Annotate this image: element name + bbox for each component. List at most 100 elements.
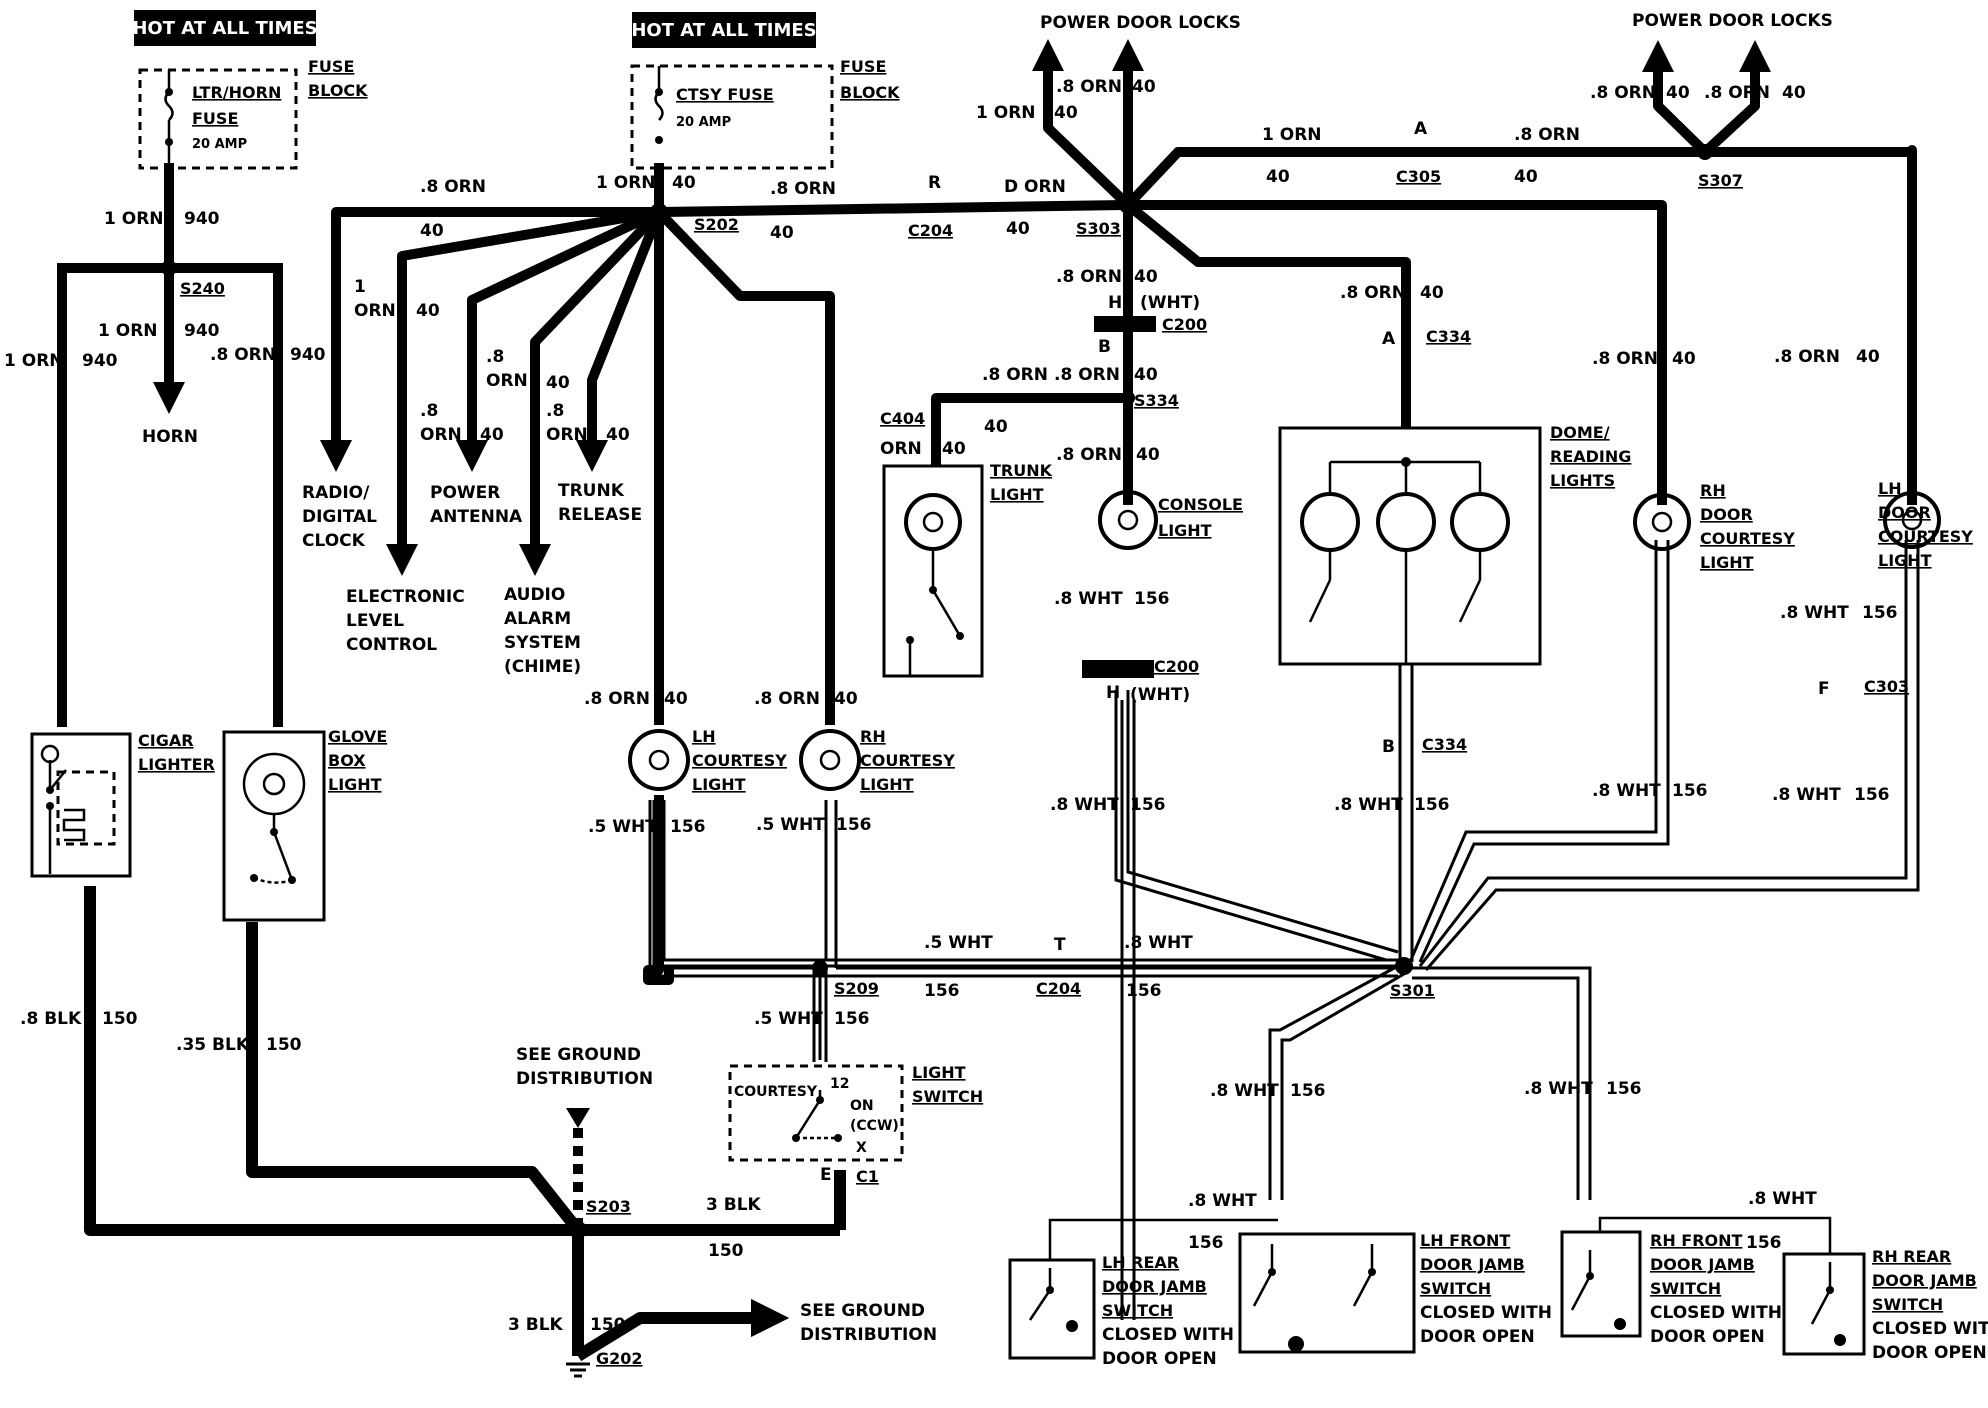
svg-text:3 BLK: 3 BLK	[508, 1315, 564, 1335]
svg-text:S240: S240	[180, 279, 225, 298]
svg-text:FUSE: FUSE	[192, 109, 238, 128]
svg-text:C334: C334	[1426, 327, 1471, 346]
svg-text:40: 40	[942, 439, 966, 459]
svg-text:156: 156	[836, 815, 872, 835]
svg-text:(WHT): (WHT)	[1140, 293, 1200, 313]
hot-at-all-times-header-left: HOT AT ALL TIMES	[132, 10, 318, 46]
svg-text:.8 ORN: .8 ORN	[1056, 77, 1122, 97]
svg-text:20 AMP: 20 AMP	[676, 115, 731, 130]
svg-text:POWER DOOR LOCKS: POWER DOOR LOCKS	[1632, 11, 1833, 31]
lh-door-courtesy-light: LH DOOR COURTESY LIGHT	[1878, 479, 1973, 570]
svg-text:LTR/HORN: LTR/HORN	[192, 83, 281, 102]
lh-courtesy-light: LH COURTESY LIGHT	[628, 727, 787, 794]
svg-text:DOOR JAMB: DOOR JAMB	[1102, 1277, 1207, 1296]
svg-text:CLOSED WITH: CLOSED WITH	[1102, 1325, 1234, 1345]
svg-text:.8: .8	[486, 347, 504, 367]
svg-text:SWITCH: SWITCH	[1420, 1279, 1491, 1298]
lh-rear-door-jamb-switch: LH REAR DOOR JAMB SWITCH CLOSED WITH DOO…	[1008, 1218, 1278, 1369]
svg-text:(WHT): (WHT)	[1130, 685, 1190, 705]
svg-text:150: 150	[102, 1009, 138, 1029]
ground-wiring: SEE GROUND DISTRIBUTION SEE GROUND DISTR…	[84, 886, 937, 1378]
svg-text:CLOSED WITH: CLOSED WITH	[1650, 1303, 1782, 1323]
svg-text:T: T	[1054, 935, 1066, 955]
svg-text:LIGHT: LIGHT	[1158, 521, 1212, 540]
svg-text:156: 156	[1606, 1079, 1642, 1099]
svg-text:40: 40	[1420, 283, 1444, 303]
svg-text:.8 WHT: .8 WHT	[1524, 1079, 1593, 1099]
connector-c200-top	[1094, 316, 1156, 332]
lh-front-door-jamb-switch: LH FRONT DOOR JAMB SWITCH CLOSED WITH DO…	[1238, 1231, 1552, 1354]
svg-text:940: 940	[184, 321, 220, 341]
svg-text:LIGHT: LIGHT	[1700, 553, 1754, 572]
svg-text:C204: C204	[908, 221, 953, 240]
pin-labels: R A H (WHT) B H (WHT) A B F T	[928, 119, 1830, 955]
svg-text:156: 156	[834, 1009, 870, 1029]
svg-text:POWER DOOR LOCKS: POWER DOOR LOCKS	[1040, 13, 1241, 33]
svg-text:1 ORN: 1 ORN	[976, 103, 1036, 123]
svg-text:1 ORN: 1 ORN	[1262, 125, 1322, 145]
svg-text:.8: .8	[546, 401, 564, 421]
svg-text:DOOR JAMB: DOOR JAMB	[1650, 1255, 1755, 1274]
glove-box-light: GLOVE BOX LIGHT	[222, 727, 387, 922]
svg-text:RELEASE: RELEASE	[558, 505, 642, 525]
svg-text:ANTENNA: ANTENNA	[430, 507, 523, 527]
svg-text:.8 ORN: .8 ORN	[1056, 445, 1122, 465]
svg-text:DISTRIBUTION: DISTRIBUTION	[800, 1325, 937, 1345]
svg-text:S307: S307	[1698, 171, 1743, 190]
svg-text:SEE GROUND: SEE GROUND	[800, 1301, 925, 1321]
svg-text:40: 40	[1132, 77, 1156, 97]
svg-text:40: 40	[1054, 103, 1078, 123]
load-labels: POWER DOOR LOCKS POWER DOOR LOCKS HORN R…	[142, 11, 1833, 677]
svg-text:H: H	[1106, 683, 1120, 703]
svg-text:LIGHT: LIGHT	[328, 775, 382, 794]
hot-at-all-times-header-center: HOT AT ALL TIMES	[631, 12, 817, 48]
rh-rear-door-jamb-switch: RH REAR DOOR JAMB SWITCH CLOSED WITH DOO…	[1782, 1247, 1988, 1363]
svg-text:SWITCH: SWITCH	[1872, 1295, 1943, 1314]
svg-text:S202: S202	[694, 215, 739, 234]
svg-text:ORN: ORN	[420, 425, 462, 445]
svg-text:B: B	[1098, 337, 1111, 357]
svg-text:156: 156	[1862, 603, 1898, 623]
svg-text:CLOCK: CLOCK	[302, 531, 366, 551]
svg-text:S301: S301	[1390, 981, 1435, 1000]
svg-text:.8 ORN: .8 ORN	[1340, 283, 1406, 303]
svg-text:1 ORN: 1 ORN	[98, 321, 158, 341]
svg-text:156: 156	[1290, 1081, 1326, 1101]
splice-points	[161, 144, 1713, 976]
svg-text:40: 40	[420, 221, 444, 241]
svg-text:DOOR OPEN: DOOR OPEN	[1872, 1343, 1987, 1363]
svg-text:156: 156	[1746, 1233, 1782, 1253]
svg-text:.8 ORN: .8 ORN	[1592, 349, 1658, 369]
svg-text:LH: LH	[692, 727, 716, 746]
svg-text:.8 ORN: .8 ORN	[982, 365, 1048, 385]
svg-text:DISTRIBUTION: DISTRIBUTION	[516, 1069, 653, 1089]
svg-text:LH FRONT: LH FRONT	[1420, 1231, 1510, 1250]
svg-text:C404: C404	[880, 409, 925, 428]
svg-text:40: 40	[672, 173, 696, 193]
trunk-light: TRUNK LIGHT	[882, 461, 1053, 678]
svg-text:C303: C303	[1864, 677, 1909, 696]
fuse-block-left: FUSE BLOCK LTR/HORN FUSE 20 AMP	[138, 57, 368, 170]
svg-text:CTSY FUSE: CTSY FUSE	[676, 85, 774, 104]
svg-text:FUSE: FUSE	[308, 57, 354, 76]
svg-text:.8 ORN: .8 ORN	[210, 345, 276, 365]
svg-text:AUDIO: AUDIO	[504, 585, 565, 605]
svg-text:CONSOLE: CONSOLE	[1158, 495, 1243, 514]
svg-text:20 AMP: 20 AMP	[192, 137, 247, 152]
svg-text:(CCW): (CCW)	[850, 1118, 899, 1134]
svg-text:.5 WHT: .5 WHT	[754, 1009, 823, 1029]
rh-door-courtesy-light: RH DOOR COURTESY LIGHT	[1633, 481, 1795, 572]
svg-text:B: B	[1382, 737, 1395, 757]
svg-text:C334: C334	[1422, 735, 1467, 754]
svg-text:DOME/: DOME/	[1550, 423, 1610, 442]
light-switch: COURTESY 12 ON (CCW) X LIGHT SWITCH E C1	[728, 1063, 983, 1186]
svg-text:40: 40	[546, 373, 570, 393]
svg-text:LH REAR: LH REAR	[1102, 1253, 1179, 1272]
svg-text:DOOR OPEN: DOOR OPEN	[1102, 1349, 1217, 1369]
svg-text:ALARM: ALARM	[504, 609, 571, 629]
svg-text:(CHIME): (CHIME)	[504, 657, 581, 677]
svg-text:READING: READING	[1550, 447, 1631, 466]
connector-c200-bottom	[1082, 660, 1154, 678]
dome-reading-lights: DOME/ READING LIGHTS	[1278, 423, 1631, 666]
svg-text:DOOR: DOOR	[1878, 503, 1931, 522]
